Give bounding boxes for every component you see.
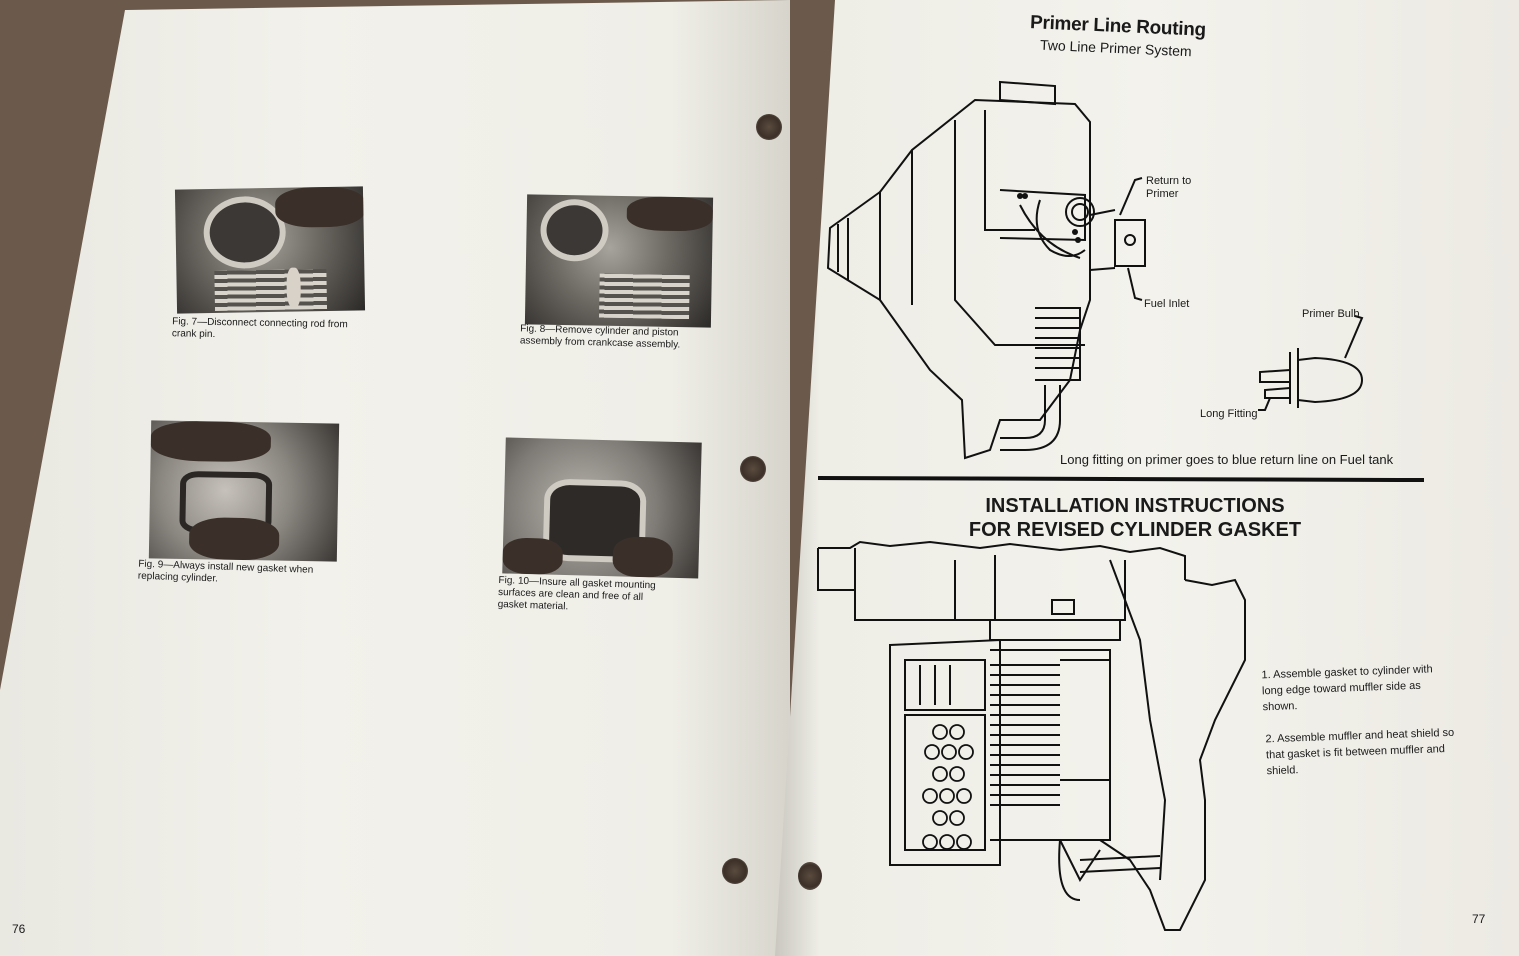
installation-title-line2: FOR REVISED CYLINDER GASKET (968, 519, 1302, 541)
step-1-number: 1. (1261, 669, 1271, 682)
page-number-left: 76 (12, 922, 26, 936)
label-return-to-primer: Return to Primer (1146, 175, 1192, 200)
step-2-text: Assemble muffler and heat shield so that… (1265, 726, 1455, 778)
step-2-number: 2. (1265, 733, 1275, 746)
label-primer-bulb: Primer Bulb (1302, 308, 1360, 320)
label-fuel-inlet: Fuel Inlet (1144, 298, 1190, 310)
page-number-right: 77 (1472, 912, 1486, 926)
installation-step-1: 1. Assemble gasket to cylinder with long… (1261, 661, 1453, 716)
installation-step-2: 2. Assemble muffler and heat shield so t… (1265, 725, 1457, 780)
binder-hole-right (798, 862, 822, 890)
installation-title-line1: INSTALLATION INSTRUCTIONS (985, 495, 1285, 517)
binder-hole-top (756, 114, 782, 140)
label-long-fitting: Long Fitting (1200, 408, 1258, 420)
step-1-text: Assemble gasket to cylinder with long ed… (1261, 663, 1433, 714)
binder-hole-bottom (722, 858, 748, 884)
installation-title: INSTALLATION INSTRUCTIONS FOR REVISED CY… (960, 494, 1310, 542)
primer-note: Long fitting on primer goes to blue retu… (1060, 452, 1394, 467)
binder-hole-middle (740, 456, 766, 482)
